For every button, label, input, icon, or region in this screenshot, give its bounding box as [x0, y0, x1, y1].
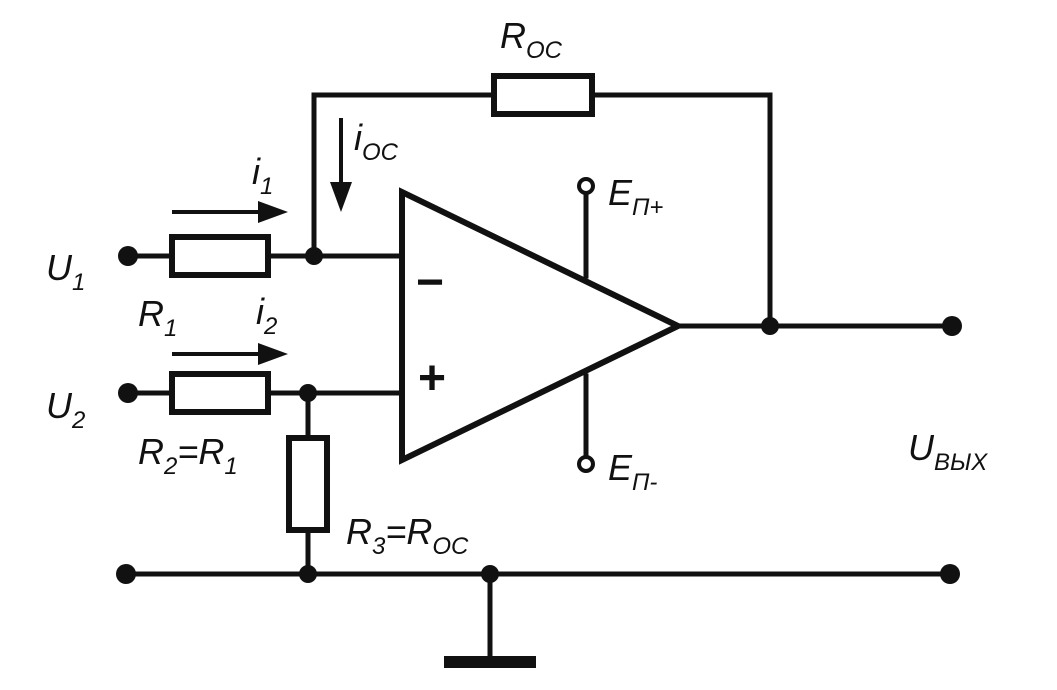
wires	[123, 92, 955, 665]
terminal-ground-left	[116, 564, 136, 584]
terminal-output	[942, 316, 962, 336]
noninverting-sign: +	[418, 352, 446, 405]
label-output: UВЫХ	[908, 427, 988, 476]
label-r3: R3=ROC	[346, 511, 469, 560]
label-u2: U2	[46, 385, 85, 434]
resistor-r1	[169, 234, 271, 278]
node-ground-drop	[481, 565, 499, 583]
node-r3-ground	[299, 565, 317, 583]
label-i2: i2	[256, 291, 277, 340]
arrow-ioc	[330, 118, 352, 212]
label-power-minus: EП-	[608, 447, 657, 496]
terminal-power-minus	[577, 455, 595, 473]
label-i1: i1	[252, 151, 273, 200]
label-u1: U1	[46, 247, 85, 296]
node-noninverting-junction	[299, 384, 317, 402]
terminal-ground-right	[940, 564, 960, 584]
node-output-junction	[761, 317, 779, 335]
label-ioc: iOC	[354, 117, 399, 166]
terminal-power-plus	[577, 177, 595, 195]
arrow-i2	[172, 343, 288, 365]
ground-symbol	[444, 656, 536, 668]
resistor-r3	[286, 435, 330, 533]
arrow-i1	[172, 201, 288, 223]
label-power-plus: EП+	[608, 172, 663, 221]
terminal-u2	[118, 383, 138, 403]
label-roc: ROC	[500, 15, 563, 64]
inverting-sign: −	[416, 256, 444, 309]
opamp-triangle	[399, 187, 685, 465]
terminal-u1	[118, 246, 138, 266]
label-r2: R2=R1	[138, 431, 238, 480]
node-inverting-junction	[305, 247, 323, 265]
resistor-r2	[169, 371, 271, 415]
label-r1: R1	[138, 293, 177, 342]
resistor-roc	[491, 73, 595, 117]
